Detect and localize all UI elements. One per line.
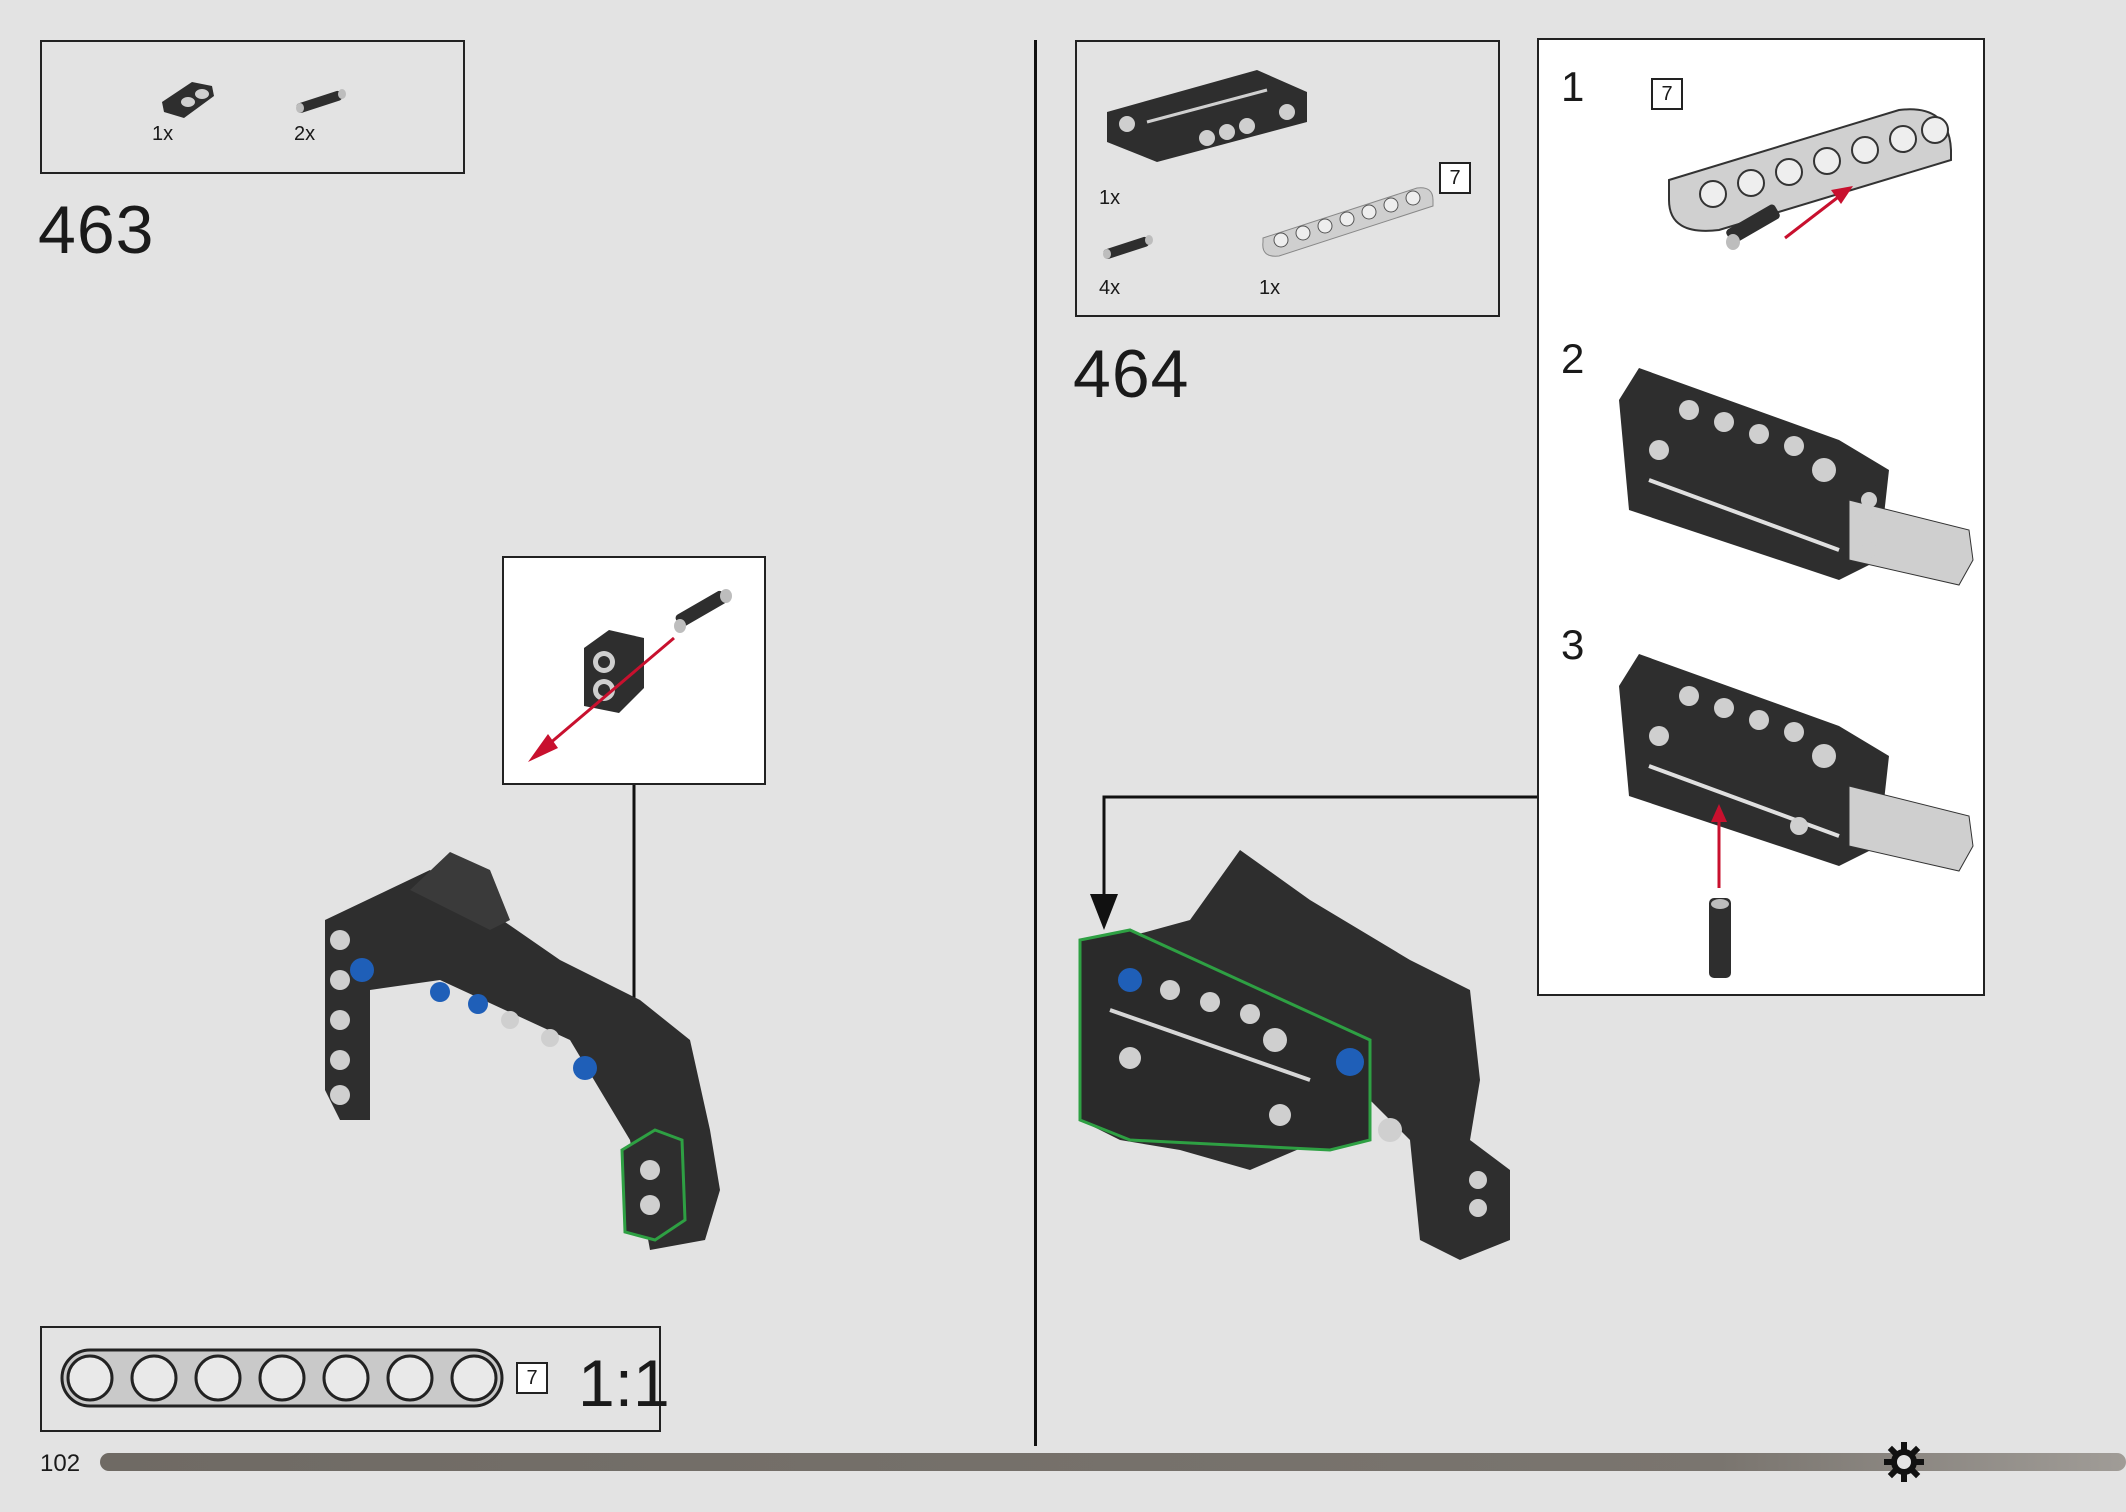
panel-icon: [1619, 368, 1974, 586]
beam-icon: [1262, 187, 1434, 257]
page-number: 102: [40, 1450, 81, 1477]
substep-number: 2: [1561, 335, 1585, 382]
insert-arrow-icon: [528, 636, 675, 762]
assembly-464-icon: [1078, 850, 1510, 1260]
substeps-panel: 1 7 2 3: [1537, 38, 1985, 996]
beam-icon: [60, 1348, 504, 1408]
assembly-463-icon: [325, 852, 720, 1250]
length-tag: 7: [1651, 78, 1683, 110]
step-number-463: 463: [38, 192, 155, 268]
parts-list-464: 1x 4x 7 1x: [1075, 40, 1500, 317]
pin-icon: [296, 89, 346, 114]
length-tag: 7: [516, 1362, 548, 1394]
substep-number: 3: [1561, 621, 1585, 668]
callout-463: [502, 556, 766, 785]
part-qty: 4x: [1099, 277, 1121, 299]
substep-number: 1: [1561, 63, 1585, 110]
scale-ratio: 1:1: [578, 1346, 670, 1420]
step-number-464: 464: [1073, 336, 1190, 412]
part-qty: 2x: [294, 123, 316, 145]
length-tag: 7: [1439, 162, 1471, 194]
panel-icon: [1619, 654, 1974, 872]
insert-arrow-icon: [1784, 186, 1853, 240]
page-divider: [1034, 40, 1037, 1446]
part-qty: 1x: [152, 123, 174, 145]
part-qty: 1x: [1259, 277, 1281, 299]
pin-icon: [1726, 204, 1780, 250]
parts-list-463: 1x 2x: [40, 40, 465, 174]
progress-bar: [100, 1453, 2126, 1471]
insert-arrow-icon: [1711, 804, 1727, 888]
beam-icon: [1668, 108, 1952, 232]
gear-icon: [1884, 1442, 1924, 1482]
pin-icon: [1709, 898, 1731, 978]
connector-block-icon: [162, 82, 214, 118]
pin-icon: [674, 589, 732, 633]
panel-icon: [1107, 70, 1307, 162]
part-qty: 1x: [1099, 187, 1121, 209]
scale-reference: 7 1:1: [40, 1326, 670, 1432]
pin-icon: [1103, 235, 1153, 260]
